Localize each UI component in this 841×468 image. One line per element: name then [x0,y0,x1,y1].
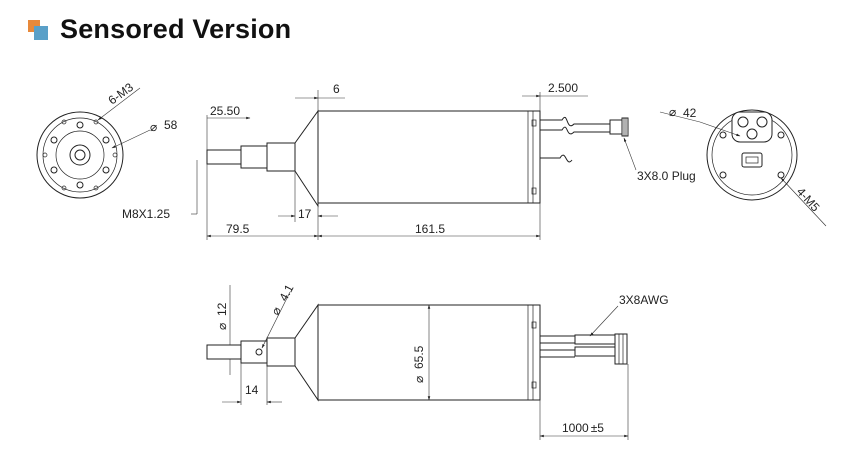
shaft-diameter-symbol-icon: ⌀ [215,323,229,330]
dim-body-dia: 65.5 [412,345,426,369]
dim-taper-step: 6 [333,82,340,96]
lead-wires [540,117,629,163]
hole-diameter-symbol-icon: ⌀ [268,304,284,317]
lead-length-value: 1000 [562,421,589,435]
dim-shaft-dia: 12 [215,302,229,316]
dim-thread: M8X1.25 [122,207,170,221]
dim-body-length: 161.5 [415,222,445,236]
dim-flange: 17 [298,207,312,221]
lead-wires-bottom [540,333,628,365]
diameter-symbol-icon: ⌀ [150,120,157,134]
rear-view: ⌀ 42 4-M5 [659,105,827,227]
body-diameter-symbol-icon: ⌀ [412,376,426,383]
front-diameter-label: 58 [164,118,178,132]
logo-icon [28,20,48,40]
top-side-view: 25.50 6 2.500 M8X1.25 17 79.5 161.5 3X8.… [122,81,696,240]
bottom-side-view: 12 ⌀ 4.1 ⌀ 14 ⌀ 65.5 3X8AWG 1000±5 [206,282,669,440]
dim-front-length: 79.5 [226,222,250,236]
lead-tolerance: ±5 [591,421,605,435]
bolt-label: 6-M3 [106,80,137,108]
front-view: 6-M3 ⌀ 58 [36,80,178,199]
wire-label: 3X8AWG [619,293,669,307]
dim-shaft-length: 25.50 [210,104,240,118]
dim-lead-length: 2.500 [548,81,578,95]
bolt-hole-group [42,119,118,191]
page-title: Sensored Version [60,14,292,44]
rear-diameter-symbol-icon: ⌀ [669,105,676,119]
rear-diameter-label: 42 [683,106,697,120]
plug-label: 3X8.0 Plug [637,169,696,183]
rear-bolt-label: 4-M5 [794,185,823,215]
dim-hole-dia: 4.1 [276,282,296,304]
dim-lead-length-bottom: 1000±5 [562,421,604,435]
dim-shaft-step: 14 [245,383,259,397]
